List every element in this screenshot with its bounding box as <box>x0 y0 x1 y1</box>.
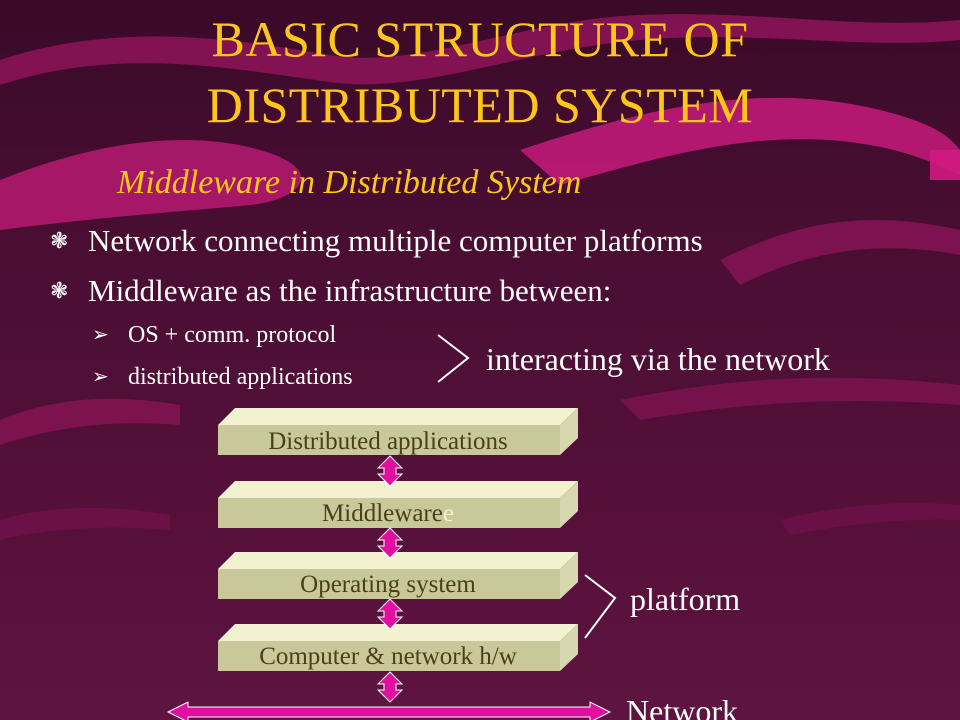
connector-arrow-3 <box>376 598 404 630</box>
connector-arrow-4 <box>376 671 404 703</box>
network-arrow <box>166 701 612 720</box>
sub-bullet-item: ➢ OS + comm. protocol <box>92 320 336 350</box>
slide-title-line-2: DISTRIBUTED SYSTEM <box>206 77 754 133</box>
slide-subtitle: Middleware in Distributed System <box>117 164 582 201</box>
layer-block-hardware <box>218 624 578 671</box>
arrow-bullet-icon: ➢ <box>92 366 109 388</box>
interacting-label: interacting via the network <box>486 341 830 377</box>
layer-label-middleware-ghost: e <box>442 500 454 527</box>
layer-label-hardware: Computer & network h/w <box>259 643 517 670</box>
bullet-item: ❃ Network connecting multiple computer p… <box>50 223 703 259</box>
snowflake-bullet-icon: ❃ <box>50 278 69 303</box>
bullet-text: Network connecting multiple computer pla… <box>88 223 703 258</box>
layer-label-middleware: Middlewaree <box>218 499 558 529</box>
snowflake-bullet-icon: ❃ <box>50 228 69 253</box>
layer-block-distributed-applications <box>218 408 578 455</box>
layer-label-distributed-applications: Distributed applications <box>268 428 508 455</box>
network-label: Network <box>626 693 738 720</box>
layer-label-operating-system: Operating system <box>300 571 476 598</box>
sub-bullet-item: ➢ distributed applications <box>92 362 353 392</box>
bullet-item: ❃ Middleware as the infrastructure betwe… <box>50 273 611 309</box>
connector-arrow-2 <box>376 527 404 559</box>
slide-title-line-1: BASIC STRUCTURE OF <box>211 11 749 67</box>
layer-block-middleware <box>218 481 578 528</box>
bullet-text: Middleware as the infrastructure between… <box>88 273 612 308</box>
connector-arrow-1 <box>376 455 404 487</box>
arrow-bullet-icon: ➢ <box>92 324 109 346</box>
platform-bracket <box>584 574 617 639</box>
layer-block-operating-system <box>218 552 578 599</box>
sub-bullet-text: OS + comm. protocol <box>128 322 337 348</box>
sub-bullet-text: distributed applications <box>128 364 353 390</box>
layer-label-middleware-text: Middleware <box>322 500 443 527</box>
sub-bullet-bracket <box>437 334 470 383</box>
platform-label: platform <box>630 581 741 617</box>
